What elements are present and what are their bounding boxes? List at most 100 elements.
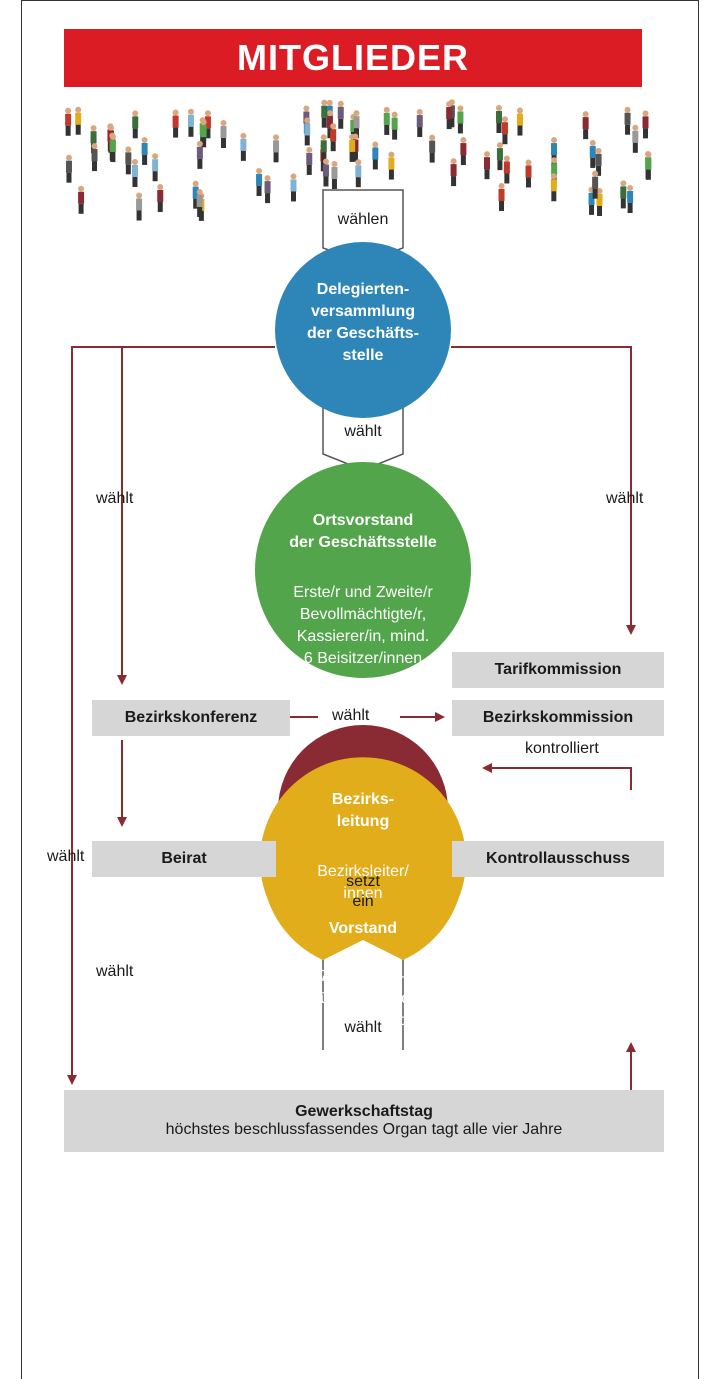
label-waehlen: wählen <box>337 211 389 228</box>
crowd-person <box>355 159 362 188</box>
crowd-person <box>550 173 557 202</box>
crowd-person <box>624 106 631 135</box>
crowd-person <box>446 101 453 130</box>
crowd-person <box>273 134 280 163</box>
crowd-person <box>349 133 356 162</box>
ortsvorstand-title: Ortsvorstand der Geschäftsstelle <box>289 512 437 551</box>
label-waehlt-right: wählt <box>606 490 644 507</box>
label-waehlt-middle: wählt <box>332 707 370 724</box>
crowd-person <box>495 105 502 134</box>
gewerkschaftstag-description: höchstes beschlussfassendes Organ tagt a… <box>165 1121 563 1138</box>
label-kontrolliert: kontrolliert <box>525 740 599 757</box>
node-ortsvorstand: Ortsvorstand der Geschäftsstelle Erste/r… <box>255 488 471 692</box>
crowd-illustration <box>65 99 652 221</box>
crowd-person <box>220 119 227 148</box>
crowd-person <box>290 173 297 202</box>
crowd-person <box>306 146 313 175</box>
crowd-person <box>642 110 649 139</box>
crowd-person <box>192 180 199 209</box>
crowd-person <box>78 185 85 214</box>
crowd-person <box>372 141 379 170</box>
crowd-person <box>498 182 505 211</box>
crowd-person <box>330 123 337 152</box>
node-bezirksleitung: Bezirks- leitung Bezirksleiter/ innen <box>283 767 443 927</box>
crowd-person <box>627 185 634 214</box>
crowd-person <box>582 111 589 140</box>
crowd-person <box>596 187 603 216</box>
label-waehlt-bottom: wählt <box>344 1019 382 1036</box>
crowd-person <box>304 117 311 146</box>
crowd-person <box>321 99 328 128</box>
crowd-person <box>90 125 97 154</box>
crowd-person <box>196 188 203 217</box>
crowd-person <box>187 108 194 137</box>
crowd-person <box>131 158 138 187</box>
label-waehlt-left-upper: wählt <box>96 490 134 507</box>
crowd-person <box>326 110 333 139</box>
bezirksleitung-members: Bezirksleiter/ innen <box>317 863 409 902</box>
crowd-person <box>141 136 148 165</box>
crowd-person <box>136 192 143 221</box>
label-waehlt-center: wählt <box>344 423 382 440</box>
crowd-person <box>525 159 532 188</box>
crowd-person <box>457 105 464 134</box>
crowd-person <box>132 110 139 139</box>
crowd-person <box>496 142 503 171</box>
crowd-person <box>256 167 263 196</box>
crowd-person <box>516 107 523 136</box>
box-beirat: Beirat <box>92 841 276 877</box>
crowd-person <box>125 146 132 175</box>
crowd-person <box>589 139 596 168</box>
box-kontrollausschuss: Kontrollausschuss <box>452 841 664 877</box>
box-gewerkschaftstag: Gewerkschaftstag höchstes beschlussfasse… <box>64 1090 664 1152</box>
vorstand-title: Vorstand <box>328 920 398 937</box>
circle-delegierten <box>275 242 451 418</box>
crowd-person <box>592 170 599 199</box>
crowd-person <box>460 137 467 166</box>
crowd-person <box>91 143 98 172</box>
crowd-person <box>157 183 164 212</box>
node-vorstand: Vorstand 7 geschäfts- führende und 29 eh… <box>263 896 463 1076</box>
circle-ortsvorstand <box>255 462 471 678</box>
crowd-person <box>337 100 344 129</box>
crowd-person <box>196 140 203 169</box>
crowd-person <box>65 154 72 183</box>
crowd-person <box>65 107 72 136</box>
crowd-person <box>322 158 329 187</box>
crowd-person <box>109 134 116 163</box>
crowd-person <box>429 134 436 163</box>
node-delegierten: Delegierten- versammlung der Geschäfts- … <box>306 281 420 364</box>
vorstand-members: 7 geschäfts- führende und 29 ehrenamtlic… <box>301 968 425 1051</box>
bezirksleitung-title: Bezirks- leitung <box>331 791 395 830</box>
crowd-person <box>331 161 338 190</box>
crowd-person <box>353 110 360 139</box>
crowd-person <box>645 151 652 180</box>
crowd-person <box>501 116 508 145</box>
crowd-person <box>484 151 491 180</box>
crowd-person <box>416 109 423 138</box>
box-bezirkskonferenz: Bezirkskonferenz <box>92 700 290 736</box>
crowd-person <box>200 119 207 148</box>
crowd-person <box>620 180 627 209</box>
crowd-person <box>172 109 179 138</box>
crowd-person <box>152 153 159 182</box>
arrows <box>67 346 636 1090</box>
crowd-person <box>632 124 639 153</box>
label-setzt-ein: setzt ein <box>346 873 380 910</box>
crowd-person <box>503 155 510 184</box>
crowd-person <box>240 132 247 161</box>
crowd-person <box>383 106 390 135</box>
box-bezirkskommission: Bezirkskommission <box>452 700 664 736</box>
label-waehlt-outer-left: wählt <box>47 848 85 865</box>
diagram-frame <box>21 0 699 1379</box>
crowd-person <box>320 134 327 163</box>
label-waehlt-left-lower: wählt <box>96 963 134 980</box>
crowd-person <box>391 111 398 140</box>
crowd-person <box>388 151 395 180</box>
crowd-person <box>204 110 211 139</box>
ortsvorstand-members: Erste/r und Zweite/r Bevollmächtigte/r, … <box>293 584 433 667</box>
crowd-person <box>450 158 457 187</box>
box-tarifkommission: Tarifkommission <box>452 652 664 688</box>
circle-vorstand-shape <box>260 757 467 960</box>
